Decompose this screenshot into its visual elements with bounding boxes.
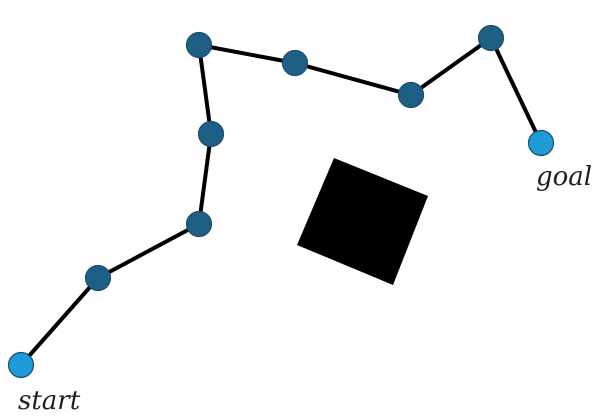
waypoint-node xyxy=(397,81,425,109)
edge-w2-w3 xyxy=(197,132,213,226)
edge-w6-w7 xyxy=(409,36,493,97)
start-label: start xyxy=(18,386,81,416)
waypoint-node xyxy=(185,31,213,59)
goal-label: goal xyxy=(536,162,592,192)
edge-start-w1 xyxy=(19,276,100,367)
start-node xyxy=(7,351,35,379)
waypoint-node xyxy=(84,264,112,292)
goal-node xyxy=(527,129,555,157)
path-edges xyxy=(19,36,543,367)
obstacle-square xyxy=(297,158,428,285)
edge-w1-w2 xyxy=(96,222,201,280)
waypoint-node xyxy=(477,24,505,52)
waypoint-node xyxy=(185,210,213,238)
edge-w4-w5 xyxy=(197,43,297,65)
edge-w3-w4 xyxy=(197,43,213,136)
waypoint-node xyxy=(197,120,225,148)
waypoint-node xyxy=(281,49,309,77)
path-nodes xyxy=(7,24,555,379)
edge-w5-w6 xyxy=(293,61,413,97)
edge-w7-goal xyxy=(489,36,543,145)
